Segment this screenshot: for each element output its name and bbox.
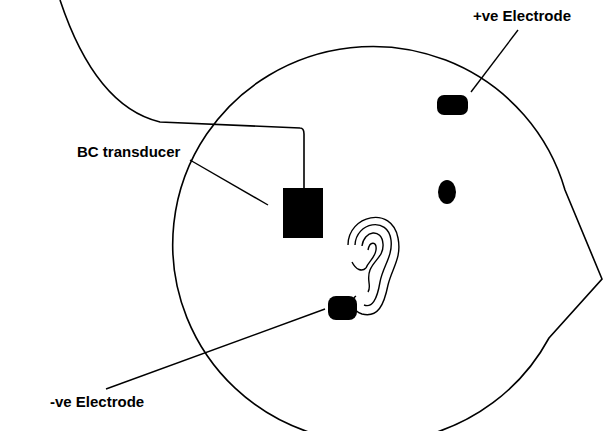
leader-line	[106, 309, 325, 389]
part-label: BC transducer	[77, 143, 180, 161]
reference-electrode	[438, 180, 456, 204]
part-label: -ve Electrode	[50, 393, 144, 411]
part-label: +ve Electrode	[473, 7, 571, 25]
bc-transducer	[283, 188, 323, 238]
leader-line	[471, 30, 518, 92]
positive-electrode	[437, 95, 468, 115]
leader-line	[190, 160, 268, 205]
head-outline	[173, 46, 602, 431]
ear	[348, 217, 399, 314]
transducer-wire	[60, 0, 304, 190]
